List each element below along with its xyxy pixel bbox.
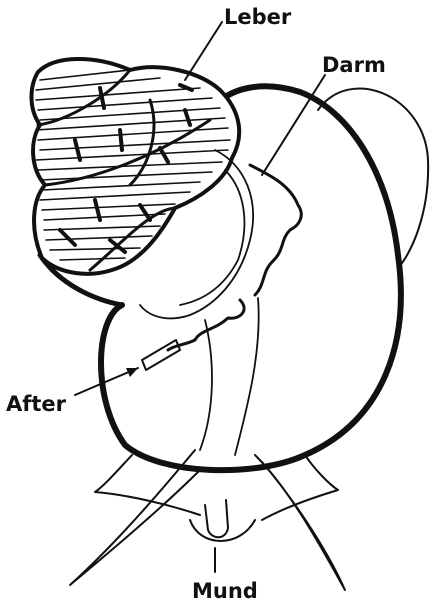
label-leber: Leber — [224, 5, 292, 29]
leber-leader — [185, 22, 222, 80]
mouth-lower — [190, 520, 255, 541]
label-after: After — [6, 392, 67, 416]
body-stalk-right — [235, 298, 259, 455]
shell-spire — [32, 59, 240, 274]
mouth-snout — [205, 500, 228, 537]
label-darm: Darm — [322, 53, 386, 77]
right-tentacle — [255, 455, 345, 590]
anus-tube — [142, 340, 180, 370]
label-mund: Mund — [192, 579, 258, 603]
left-tentacle — [70, 450, 200, 585]
intestine-coil — [250, 165, 301, 295]
body-stalk-left — [200, 320, 212, 450]
